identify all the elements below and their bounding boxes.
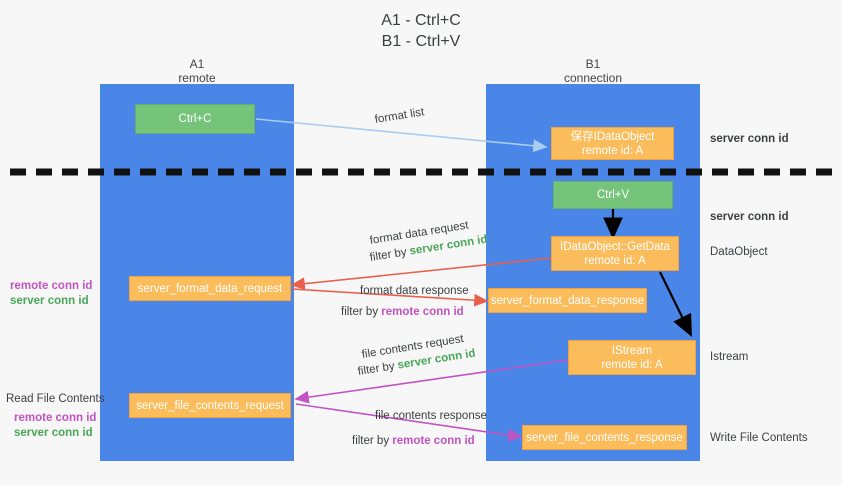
box-server-format-data-response[interactable]: server_format_data_response [488,288,647,313]
diagram-title: A1 - Ctrl+C B1 - Ctrl+V [0,10,842,52]
box-server-format-data-response-label: server_format_data_response [490,294,645,307]
right-label-istream-text: Istream [710,351,749,363]
column-a1-sub: remote [178,71,216,85]
filter-value-remote-conn-id: remote conn id [381,306,464,318]
right-label-server-conn-id-top: server conn id [710,132,789,147]
right-label-istream: Istream [710,350,748,365]
column-header-b1: B1 connection [486,57,700,85]
column-header-a1: A1 remote [100,57,294,85]
left-label-remote-conn-id-2-text: remote conn id [14,412,97,424]
right-label-server-conn-id-mid-text: server conn id [710,211,789,223]
left-label-read-file-contents: Read File Contents [6,392,104,407]
label-format-list-text: format list [373,106,426,126]
box-save-idataobject-line2: remote id: A [581,144,644,157]
right-label-write-file-contents: Write File Contents [710,431,808,446]
left-label-read-file-contents-text: Read File Contents [6,393,105,405]
left-label-server-conn-id-2: server conn id [14,426,93,441]
column-a1-name: A1 [189,57,205,71]
right-label-server-conn-id-mid: server conn id [710,210,789,225]
filter-prefix: filter by [341,306,382,318]
box-server-file-contents-response-label: server_file_contents_response [526,431,683,444]
box-save-idataobject[interactable]: 保存IDataObject remote id: A [551,127,674,160]
box-ctrl-c[interactable]: Ctrl+C [135,104,255,134]
filter-prefix: filter by [368,245,411,264]
label-format-data-response: format data response [360,284,469,299]
left-label-server-conn-id-2-text: server conn id [14,427,93,439]
box-server-file-contents-request[interactable]: server_file_contents_request [129,393,291,418]
left-label-server-conn-id-1: server conn id [10,294,89,309]
title-line-2: B1 - Ctrl+V [381,33,461,50]
label-file-contents-response-filter: filter by remote conn id [352,434,475,449]
box-ctrl-v[interactable]: Ctrl+V [553,181,673,209]
title-line-1: A1 - Ctrl+C [381,12,461,29]
filter-prefix: filter by [352,435,393,447]
box-save-idataobject-line1: 保存IDataObject [570,130,655,143]
box-server-file-contents-response[interactable]: server_file_contents_response [522,425,687,450]
label-file-contents-response-text: file contents response [375,410,487,422]
box-istream[interactable]: IStream remote id: A [568,340,696,375]
right-label-dataobject: DataObject [710,245,768,260]
filter-value-remote-conn-id: remote conn id [392,435,475,447]
label-format-data-response-text: format data response [360,285,469,297]
box-getdata-line2: remote id: A [584,254,646,267]
left-label-remote-conn-id-2: remote conn id [14,411,96,426]
box-ctrl-v-label: Ctrl+V [596,189,630,201]
label-file-contents-response: file contents response [375,409,487,424]
left-label-remote-conn-id-1-text: remote conn id [10,280,93,292]
box-ctrl-c-label: Ctrl+C [178,113,212,125]
box-getdata-line1: IDataObject::GetData [560,240,670,253]
box-server-format-data-request-label: server_format_data_request [137,282,283,295]
box-istream-line2: remote id: A [601,358,663,371]
box-idataobject-getdata[interactable]: IDataObject::GetData remote id: A [551,236,679,271]
box-server-format-data-request[interactable]: server_format_data_request [129,276,291,301]
box-istream-line1: IStream [611,344,653,357]
label-format-list: format list [374,105,426,128]
label-format-data-response-filter: filter by remote conn id [341,305,464,320]
left-label-remote-conn-id-1: remote conn id [10,279,92,294]
left-label-server-conn-id-1-text: server conn id [10,295,89,307]
right-label-write-file-contents-text: Write File Contents [710,432,808,444]
right-label-dataobject-text: DataObject [710,246,768,258]
right-label-server-conn-id-top-text: server conn id [710,133,789,145]
column-b1-sub: connection [563,71,623,85]
box-server-file-contents-request-label: server_file_contents_request [136,399,284,412]
column-b1-name: B1 [585,57,601,71]
